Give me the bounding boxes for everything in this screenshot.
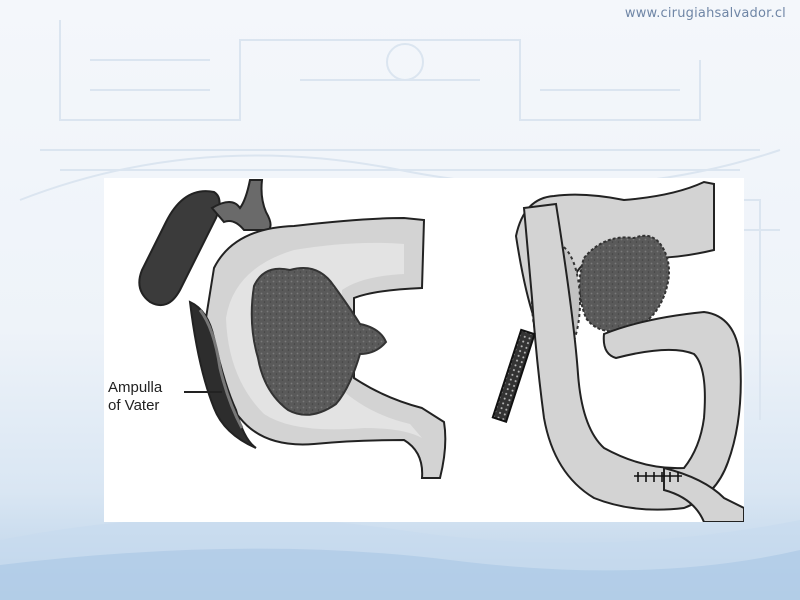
surgical-diagram: Ampulla of Vater	[108, 179, 744, 522]
ampulla-label-line2: of Vater	[108, 397, 159, 414]
drain-tube	[491, 328, 536, 423]
right-illustration	[491, 180, 744, 522]
jejunal-loop	[522, 202, 742, 511]
website-url[interactable]: www.cirugiahsalvador.cl	[624, 6, 786, 21]
tumor-mass	[250, 267, 388, 416]
gallbladder	[138, 190, 221, 306]
ampulla-label-line1: Ampulla	[108, 379, 163, 396]
bile-duct	[210, 179, 272, 231]
resected-tumor-area	[578, 234, 670, 333]
surgical-diagram-panel: Ampulla of Vater	[104, 178, 744, 522]
left-illustration: Ampulla of Vater	[108, 179, 447, 479]
background-wave	[0, 517, 800, 600]
anastomosis-sutures	[634, 472, 682, 482]
distal-bowel	[663, 466, 744, 522]
